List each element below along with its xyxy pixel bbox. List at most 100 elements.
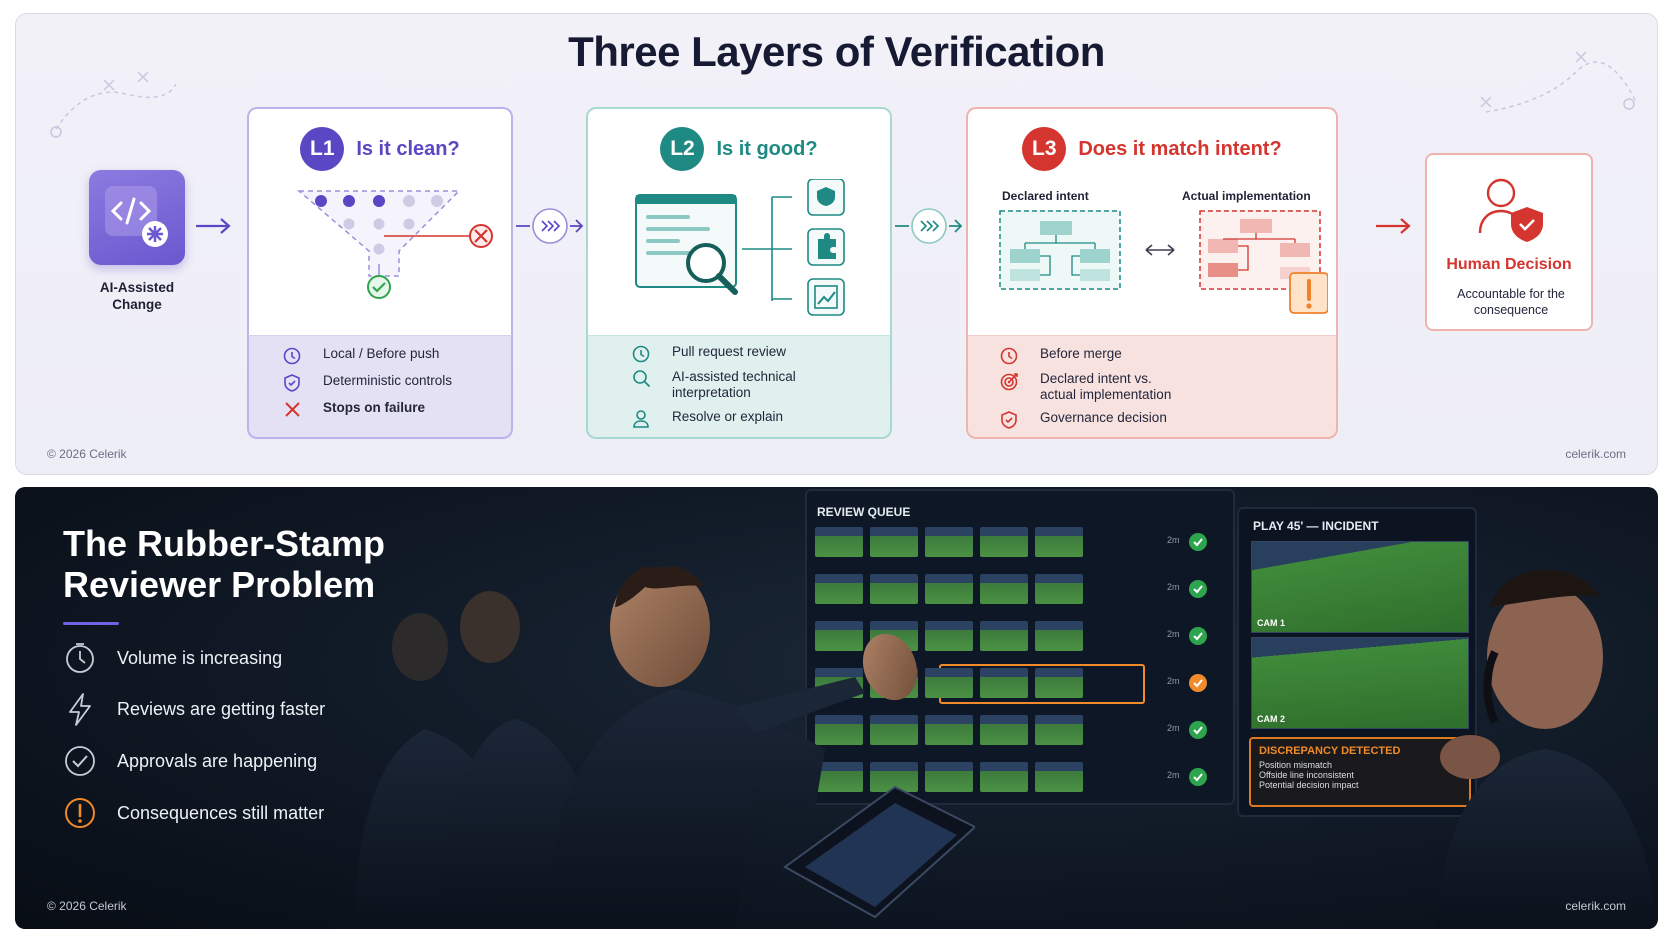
review-queue-label: REVIEW QUEUE — [817, 505, 911, 519]
bottom-footer-site: celerik.com — [1565, 899, 1626, 913]
ai-change-label: AI-Assisted Change — [99, 280, 175, 312]
queue-thumbnail[interactable] — [1035, 574, 1083, 604]
flow-arrow — [1376, 218, 1411, 234]
actual-implementation-label: Actual implementation — [1182, 189, 1311, 203]
queue-thumbnail[interactable] — [980, 762, 1028, 792]
layer-3-title: Does it match intent? — [1078, 137, 1282, 160]
queue-thumbnail[interactable] — [815, 621, 863, 651]
approve-check-icon[interactable] — [1189, 768, 1207, 786]
layer-2-title: Is it good? — [716, 137, 818, 160]
queue-thumbnail[interactable] — [870, 574, 918, 604]
queue-thumbnail[interactable] — [980, 621, 1028, 651]
queue-time: 2m — [1167, 582, 1180, 592]
shield-icon — [284, 374, 300, 392]
search-icon — [633, 370, 651, 388]
problem-item: Reviews are getting faster — [63, 692, 325, 726]
decorative-doodle — [50, 71, 177, 138]
approve-check-icon[interactable] — [1189, 580, 1207, 598]
layer-2-bullet: Resolve or explain — [632, 409, 783, 429]
queue-thumbnail[interactable] — [980, 715, 1028, 745]
problem-item: Consequences still matter — [63, 796, 324, 830]
problem-item: Approvals are happening — [63, 744, 317, 778]
x-icon — [285, 402, 300, 417]
queue-thumbnail[interactable] — [815, 715, 863, 745]
layer-2-bullet: Pull request review — [632, 344, 786, 364]
discrepancy-alert: DISCREPANCY DETECTED Position mismatch O… — [1249, 737, 1471, 807]
queue-thumbnail[interactable] — [815, 527, 863, 557]
target-icon — [1000, 373, 1018, 391]
approve-check-icon[interactable] — [1189, 721, 1207, 739]
queue-thumbnail[interactable] — [815, 762, 863, 792]
approve-check-icon[interactable] — [1189, 533, 1207, 551]
layer-3-bullet: Declared intent vs. actual implementatio… — [1000, 371, 1190, 403]
approve-check-icon[interactable] — [1189, 674, 1207, 692]
queue-thumbnail[interactable] — [925, 762, 973, 792]
queue-thumbnail[interactable] — [925, 715, 973, 745]
layer-2-bullet: AI-assisted technical interpretation — [632, 369, 812, 401]
clock-icon — [283, 347, 301, 365]
queue-thumbnail[interactable] — [1035, 715, 1083, 745]
queue-thumbnail[interactable] — [980, 527, 1028, 557]
discrepancy-title: DISCREPANCY DETECTED — [1259, 745, 1401, 757]
layer-3-badge: L3 — [1022, 127, 1067, 171]
queue-time: 2m — [1167, 629, 1180, 639]
queue-thumbnail[interactable] — [1035, 527, 1083, 557]
approve-check-icon[interactable] — [1189, 627, 1207, 645]
problem-item: Volume is increasing — [63, 641, 282, 675]
review-diagram-icon — [635, 179, 845, 316]
layer-3-bullet: Before merge — [1000, 346, 1122, 366]
layer-3-bullet: Governance decision — [1000, 410, 1167, 430]
queue-thumbnail[interactable] — [815, 574, 863, 604]
human-decision-card: Human Decision Accountable for the conse… — [1425, 153, 1593, 331]
layer-1-title: Is it clean? — [356, 137, 460, 160]
discrepancy-line: Position mismatch — [1259, 760, 1333, 770]
clock-icon — [1000, 347, 1018, 365]
lightning-icon — [69, 693, 91, 726]
layer-1-bullet: Stops on failure — [283, 400, 425, 420]
layer-1-badge: L1 — [300, 127, 345, 171]
observer-illustration — [1435, 569, 1658, 929]
warning-icon — [65, 798, 95, 828]
declared-intent-label: Declared intent — [1002, 189, 1089, 203]
top-footer-site: celerik.com — [1565, 447, 1626, 461]
discrepancy-line: Potential decision impact — [1259, 780, 1359, 790]
check-circle-icon — [65, 746, 95, 776]
bottom-footer-copyright: © 2026 Celerik — [47, 899, 127, 913]
user-shield-icon — [1478, 178, 1543, 242]
queue-thumbnail[interactable] — [980, 668, 1028, 698]
incident-label: PLAY 45' — INCIDENT — [1253, 519, 1379, 533]
reviewers-illustration — [355, 567, 975, 929]
layer-1-bullet: Deterministic controls — [283, 373, 452, 393]
queue-thumbnail[interactable] — [925, 621, 973, 651]
flow-connector — [895, 208, 963, 244]
code-icon — [105, 186, 168, 247]
queue-thumbnail[interactable] — [925, 668, 973, 698]
layer-2-details: Pull request review AI-assisted technica… — [586, 335, 892, 439]
cam-1-label: CAM 1 — [1257, 618, 1286, 628]
top-footer-copyright: © 2026 Celerik — [47, 447, 127, 461]
flow-connector — [516, 208, 584, 244]
timer-icon — [66, 643, 94, 673]
title-underline — [63, 622, 119, 625]
queue-thumbnail[interactable] — [1035, 668, 1083, 698]
queue-thumbnail[interactable] — [1035, 762, 1083, 792]
ai-change-tile — [89, 170, 185, 265]
queue-thumbnail[interactable] — [925, 574, 973, 604]
queue-time: 2m — [1167, 676, 1180, 686]
verification-panel: Three Layers of Verification AI-Assisted… — [15, 13, 1658, 475]
queue-thumbnail[interactable] — [925, 527, 973, 557]
shield-icon — [1001, 411, 1017, 429]
queue-thumbnail[interactable] — [1035, 621, 1083, 651]
queue-thumbnail[interactable] — [870, 527, 918, 557]
decision-title: Human Decision — [1446, 256, 1572, 273]
decorative-doodle — [1480, 51, 1637, 113]
queue-time: 2m — [1167, 723, 1180, 733]
page-title: Three Layers of Verification — [568, 28, 1105, 75]
user-icon — [633, 410, 649, 428]
flow-arrow — [196, 218, 231, 234]
queue-time: 2m — [1167, 770, 1180, 780]
intent-comparison-diagram — [999, 210, 1328, 314]
queue-thumbnail[interactable] — [870, 715, 918, 745]
cam-2-feed: CAM 2 — [1251, 637, 1469, 729]
queue-thumbnail[interactable] — [980, 574, 1028, 604]
